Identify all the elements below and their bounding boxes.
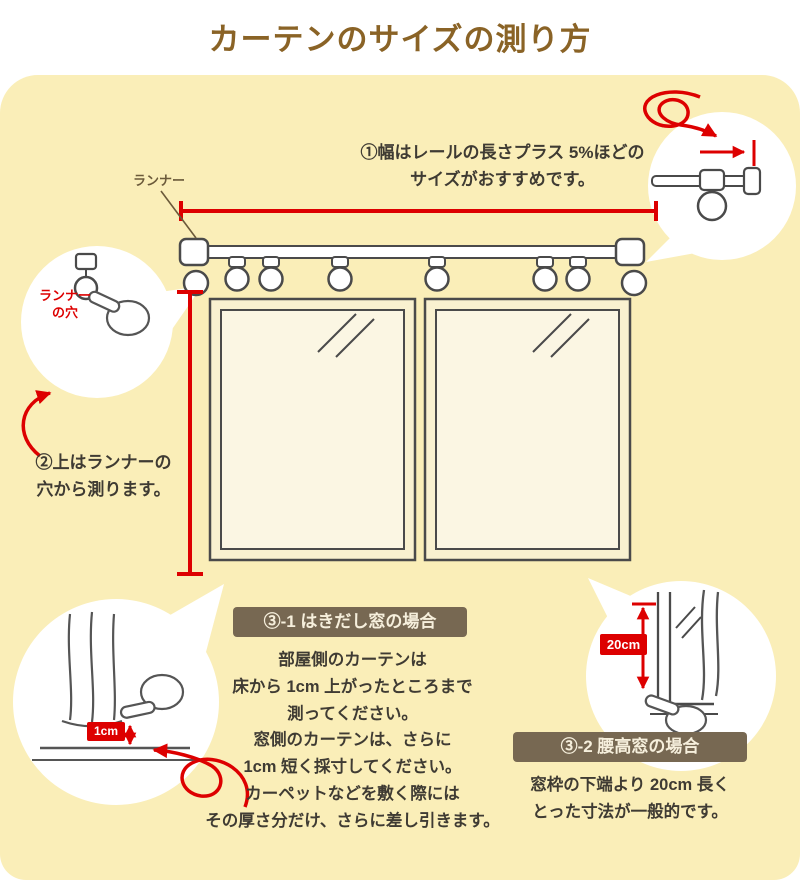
width-note-line1: ①幅はレールの長さプラス 5%ほどの [360,143,645,162]
floor-window-line: 窓側のカーテンは、さらに [253,731,452,750]
height-note-line1: ②上はランナーの [35,453,172,472]
badge-waist-window: ③-2 腰高窓の場合 [513,732,747,762]
page-title: カーテンのサイズの測り方 [208,22,592,57]
floor-window-line: 床から 1cm 上がったところまで [232,677,473,696]
height-note-line2: 穴から測ります。 [36,480,171,499]
waist-window-line: 窓枠の下端より 20cm 長く [530,776,730,794]
floor-window-line: 部屋側のカーテンは [278,651,427,669]
runner-label: ランナー [133,173,186,188]
height-note: ②上はランナーの 穴から測ります。 [16,449,191,503]
sill-measure-label: 20cm [600,634,647,655]
floor-window-line: 1cm 短く採寸してください。 [243,758,462,777]
width-note: ①幅はレールの長さプラス 5%ほどの サイズがおすすめです。 [330,139,675,193]
floor-window-line: 測ってください。 [287,704,418,723]
runner-hole-label: ランナー の穴 [28,287,102,321]
waist-window-paragraph: 窓枠の下端より 20cm 長く とった寸法が一般的です。 [500,772,760,826]
floor-window-line: その厚さ分だけ、さらに差し引きます。 [205,811,500,830]
runner-hole-label-line2: の穴 [51,305,78,320]
badge-floor-window: ③-1 はきだし窓の場合 [233,607,467,637]
runner-hole-label-line1: ランナー [38,288,91,303]
floor-window-paragraph: 部屋側のカーテンは 床から 1cm 上がったところまで 測ってください。 窓側の… [180,647,525,835]
floor-window-line: カーペットなどを敷く際には [245,784,460,803]
width-note-line2: サイズがおすすめです。 [410,170,595,189]
hem-measure-label: 1cm [87,722,125,741]
waist-window-line: とった寸法が一般的です。 [532,802,728,821]
